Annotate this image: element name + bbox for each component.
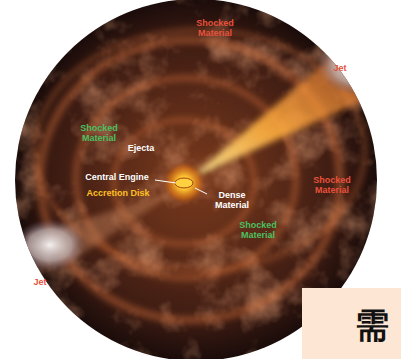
jet-label: Jet (25, 277, 55, 287)
part-label: Dense Material (207, 190, 257, 211)
region-label: Shocked Material (73, 123, 125, 144)
leader-line (195, 188, 207, 194)
region-label: Shocked Material (189, 18, 241, 39)
region-label: Shocked Material (232, 220, 284, 241)
leader-line (155, 180, 176, 183)
part-label: Central Engine (79, 172, 155, 182)
jet-label: Jet (325, 63, 355, 73)
part-label: Accretion Disk (80, 188, 156, 198)
region-label: Ejecta (121, 143, 161, 153)
region-label: Shocked Material (306, 175, 358, 196)
watermark-panel (302, 288, 401, 359)
watermark: 需 (350, 306, 394, 345)
